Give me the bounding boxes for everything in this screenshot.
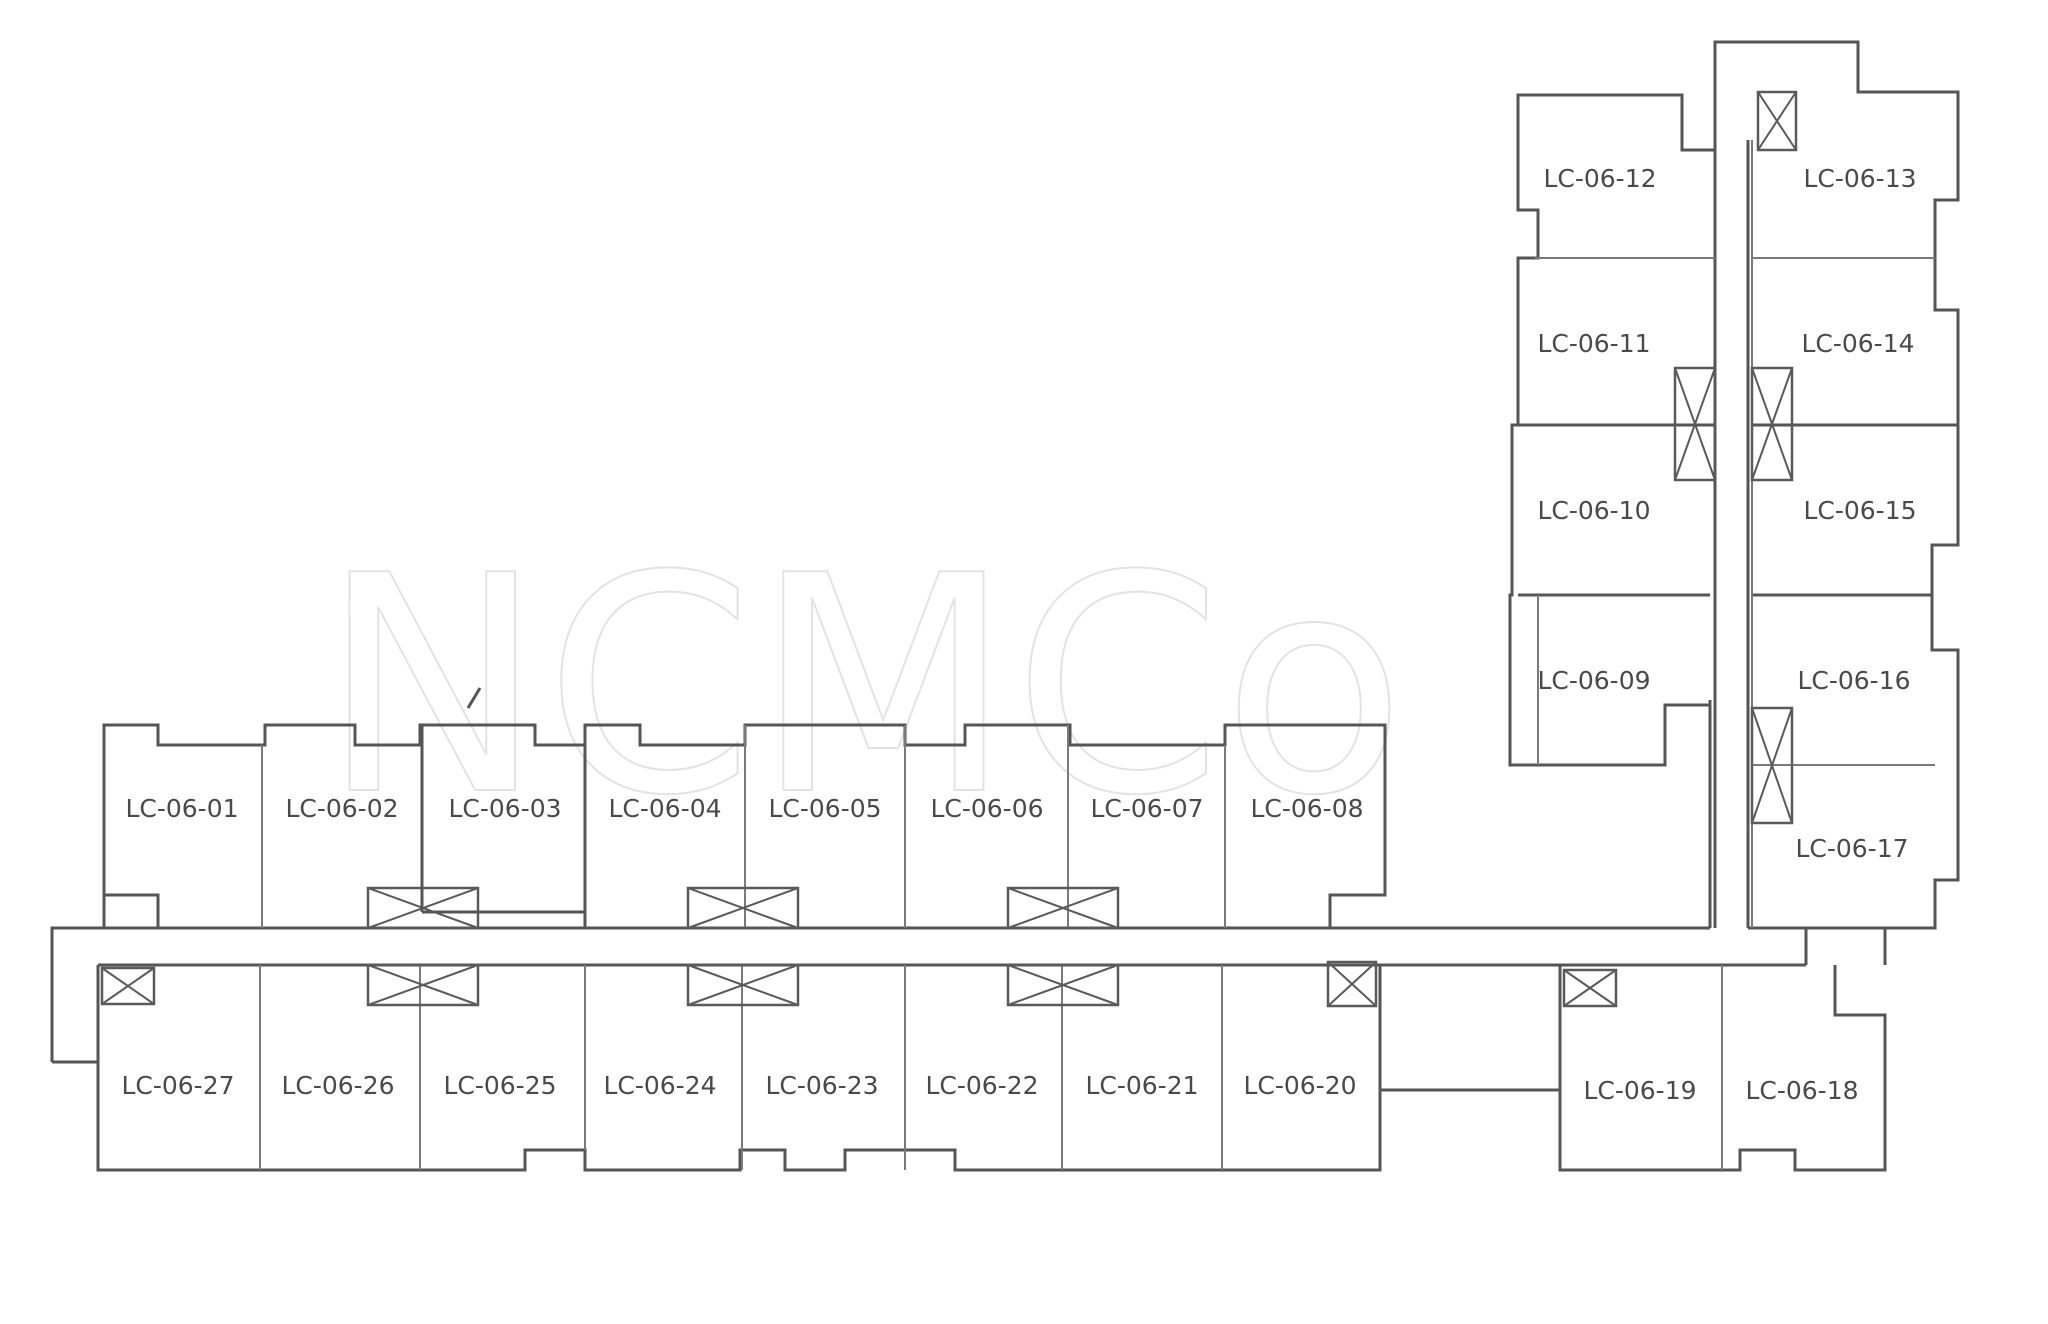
unit-label: LC-06-05 — [768, 794, 881, 823]
unit-label: LC-06-25 — [443, 1071, 556, 1100]
unit-label: LC-06-07 — [1090, 794, 1203, 823]
shaft-bottom-3 — [1006, 963, 1120, 1007]
unit-label: LC-06-09 — [1537, 666, 1650, 695]
shaft-top-2 — [686, 886, 800, 930]
unit-label: LC-06-23 — [765, 1071, 878, 1100]
east-row-labels: LC-06-19 LC-06-18 — [1583, 1076, 1858, 1105]
unit-label: LC-06-20 — [1243, 1071, 1356, 1100]
duct-19 — [1562, 968, 1618, 1008]
unit-label: LC-06-06 — [930, 794, 1043, 823]
shaft-left-tower — [1673, 366, 1717, 482]
unit-label: LC-06-22 — [925, 1071, 1038, 1100]
right-tower-labels: LC-06-13 LC-06-14 LC-06-15 LC-06-16 LC-0… — [1795, 164, 1916, 863]
bottom-row-units — [96, 965, 1887, 1172]
unit-label: LC-06-11 — [1537, 329, 1650, 358]
shaft-right-tower-1 — [1750, 366, 1794, 482]
shaft-top-3 — [1006, 886, 1120, 930]
top-row-labels: LC-06-01 LC-06-02 LC-06-03 LC-06-04 LC-0… — [125, 794, 1363, 823]
bottom-row-labels: LC-06-27 LC-06-26 LC-06-25 LC-06-24 LC-0… — [121, 1071, 1356, 1100]
unit-label: LC-06-17 — [1795, 834, 1908, 863]
top-row-units — [102, 687, 1387, 928]
unit-label: LC-06-03 — [448, 794, 561, 823]
unit-label: LC-06-19 — [1583, 1076, 1696, 1105]
unit-label: LC-06-26 — [281, 1071, 394, 1100]
unit-label: LC-06-13 — [1803, 164, 1916, 193]
duct-20 — [1326, 960, 1378, 1008]
unit-label: LC-06-27 — [121, 1071, 234, 1100]
unit-label: LC-06-01 — [125, 794, 238, 823]
left-tower-units — [1508, 93, 1715, 767]
unit-label: LC-06-16 — [1797, 666, 1910, 695]
unit-label: LC-06-08 — [1250, 794, 1363, 823]
unit-label: LC-06-14 — [1801, 329, 1914, 358]
shaft-bottom-2 — [686, 963, 800, 1007]
unit-label: LC-06-24 — [603, 1071, 716, 1100]
unit-label: LC-06-02 — [285, 794, 398, 823]
unit-label: LC-06-12 — [1543, 164, 1656, 193]
shaft-right-tower-2 — [1750, 706, 1794, 825]
left-tower-labels: LC-06-12 LC-06-11 LC-06-10 LC-06-09 — [1537, 164, 1656, 695]
duct-27 — [100, 966, 156, 1006]
unit-label: LC-06-15 — [1803, 496, 1916, 525]
shaft-top-1 — [366, 886, 480, 930]
duct-13 — [1756, 90, 1798, 152]
shaft-bottom-1 — [366, 963, 480, 1007]
unit-label: LC-06-21 — [1085, 1071, 1198, 1100]
unit-label: LC-06-04 — [608, 794, 721, 823]
unit-label: LC-06-10 — [1537, 496, 1650, 525]
unit-label: LC-06-18 — [1745, 1076, 1858, 1105]
